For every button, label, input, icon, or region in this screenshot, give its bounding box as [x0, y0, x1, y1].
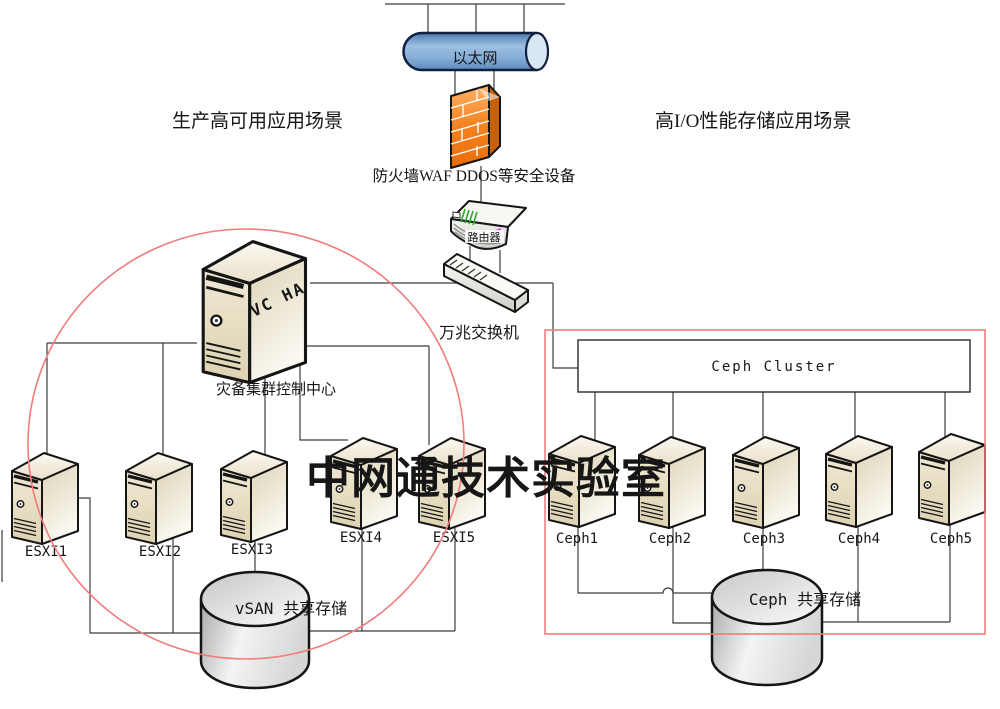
ceph-host-1: Ceph1: [547, 434, 617, 547]
vcha-label: 灾备集群控制中心: [216, 381, 336, 398]
ceph-host-2: Ceph2: [637, 435, 707, 547]
ha-zone-circle: [27, 228, 465, 660]
ceph-storage: Ceph 共享存储: [710, 568, 861, 687]
vsan-cylinder-top: [199, 570, 311, 628]
ceph1-label: Ceph1: [556, 531, 598, 547]
ceph2-label: Ceph2: [649, 531, 691, 547]
esxi-host-4: ESXI4: [329, 436, 399, 546]
esxi-host-3: ESXI3: [219, 449, 289, 558]
ceph-host-4: Ceph4: [824, 434, 894, 547]
storage-zone-rect: [544, 329, 986, 635]
firewall: 防火墙WAF DDOS等安全设备: [373, 84, 576, 185]
esxi3-label: ESXI3: [231, 542, 273, 558]
switch-10g: 万兆交换机: [439, 253, 529, 342]
firewall-brick-joints: [461, 90, 479, 156]
router-antenna-icon: [460, 208, 478, 226]
scenario-right-label: 高I/O性能存储应用场景: [655, 110, 851, 132]
switch-top: [443, 253, 529, 301]
firewall-brick-lines: [450, 96, 490, 157]
ethernet-pipe-cap: [524, 31, 550, 72]
esxi1-label: ESXI1: [25, 544, 67, 560]
vsan-storage-label: vSAN 共享存储: [235, 599, 347, 618]
scenario-left-label: 生产高可用应用场景: [172, 110, 343, 132]
ceph-storage-label: Ceph 共享存储: [749, 590, 861, 609]
ceph3-label: Ceph3: [743, 531, 785, 547]
esxi-host-1: ESXI1: [10, 451, 80, 560]
router: 路由器: [450, 200, 527, 250]
watermark-text: 中网通技术实验室: [306, 453, 666, 503]
firewall-highlight: [478, 88, 500, 101]
ceph5-label: Ceph5: [930, 531, 972, 547]
ethernet-pipe: [402, 31, 539, 72]
router-port: [452, 211, 461, 219]
ethernet-segment: 以太网: [402, 31, 550, 72]
esxi2-label: ESXI2: [139, 544, 181, 560]
switch-vents: [449, 259, 488, 281]
vsan-storage: vSAN 共享存储: [199, 570, 347, 690]
ceph-host-3: Ceph3: [731, 435, 801, 547]
ethernet-label: 以太网: [452, 50, 497, 67]
esxi-host-2: ESXI2: [124, 451, 194, 560]
vcha-server: VC HA 灾备集群控制中心: [203, 242, 336, 398]
connection-lines: [1, 3, 951, 634]
firewall-label: 防火墙WAF DDOS等安全设备: [373, 167, 576, 185]
router-label: 路由器: [468, 230, 501, 244]
ceph-cluster-box: Ceph Cluster: [577, 339, 971, 393]
switch-label: 万兆交换机: [439, 324, 519, 342]
router-label-bg: [465, 230, 504, 243]
ceph-cluster-label: Ceph Cluster: [711, 359, 836, 375]
ceph4-label: Ceph4: [838, 531, 880, 547]
esxi4-label: ESXI4: [340, 530, 382, 546]
ceph-cylinder-top: [710, 568, 824, 626]
ceph-host-5: Ceph5: [917, 432, 987, 547]
